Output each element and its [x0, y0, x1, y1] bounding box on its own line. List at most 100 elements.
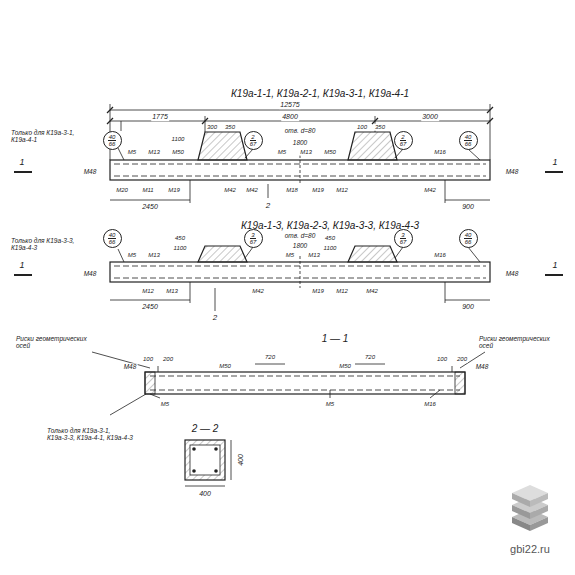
drawing-label: М16 [433, 252, 447, 259]
callout-number: 2 [250, 134, 255, 141]
drawing-label: М13 [299, 149, 313, 156]
callout-number: 67 [250, 141, 257, 147]
callout-circle: 267 [244, 131, 263, 150]
drawing-label: М13 [147, 149, 161, 156]
drawing-label: 3000 [421, 113, 439, 121]
drawing-label: 1775 [151, 113, 169, 121]
drawing-label: М12 [141, 288, 155, 295]
callout-number: 40 [108, 134, 117, 141]
callout-circle: 367 [244, 229, 263, 248]
drawing-label: М5 [277, 149, 287, 156]
drawing-label: М48 [475, 363, 490, 370]
drawing-label: М20 [115, 187, 129, 194]
drawing-label: К19а-1-1, К19а-2-1, К19а-3-1, К19а-4-1 [230, 88, 410, 99]
logo-icon [512, 485, 548, 531]
drawing-label: 1 [551, 261, 558, 271]
callout-number: 3 [400, 232, 405, 239]
drawing-label: М12 [335, 288, 349, 295]
drawing-label: 400 [198, 490, 212, 498]
drawing-label: М48 [123, 363, 138, 370]
drawing-label: 100 [436, 356, 448, 363]
drawing-label: 2450 [141, 303, 159, 311]
callout-number: 66 [109, 239, 116, 245]
drawing-label: М5 [160, 401, 170, 408]
drawing-label: М42 [423, 187, 437, 194]
drawing-label: 1 [18, 261, 25, 271]
drawing-label: 100 [142, 356, 154, 363]
drawing-label: М48 [505, 168, 520, 175]
drawing-label: Риски геометрических осей [478, 335, 558, 349]
drawing-label: М13 [307, 252, 321, 259]
callout-number: 40 [464, 134, 473, 141]
callout-number: 67 [400, 239, 407, 245]
callout-number: 67 [250, 239, 257, 245]
drawing-label: 450 [324, 235, 336, 242]
drawing-label: М5 [127, 149, 137, 156]
drawing-label: М50 [171, 149, 185, 156]
drawing-label: отв. d=80 [284, 232, 317, 239]
callout-circle: 4066 [459, 229, 478, 248]
drawing-label: 2 [212, 314, 218, 323]
drawing-label: 300 [206, 124, 218, 131]
drawing-label: М5 [325, 401, 335, 408]
callout-circle: 4066 [103, 229, 122, 248]
drawing-label: Только для К19а-3-1, К19а-3-3, К19а-4-1,… [46, 427, 134, 441]
drawing-label: М42 [223, 187, 237, 194]
drawing-label: М42 [251, 288, 265, 295]
callout-circle: 367 [394, 229, 413, 248]
drawing-label: М50 [338, 363, 352, 370]
drawing-label: Только для К19а-3-1, К19а-4-1 [10, 129, 90, 143]
drawing-label: Риски геометрических осей [15, 335, 95, 349]
drawing-label: М50 [218, 363, 232, 370]
drawing-label: 200 [456, 356, 468, 363]
drawing-label: Только для К19а-3-3, К19а-4-3 [10, 237, 90, 251]
callout-circle: 4066 [103, 131, 122, 150]
drawing-label: 1100 [323, 245, 338, 252]
drawing-label: М19 [311, 288, 325, 295]
drawing-label: 350 [224, 124, 236, 131]
drawing-label: 900 [461, 203, 475, 211]
drawing-label: 12575 [279, 101, 300, 109]
drawing-label: 200 [162, 356, 174, 363]
drawing-label: М42 [245, 187, 259, 194]
drawing-label: М19 [311, 187, 325, 194]
drawing-label: 2450 [141, 203, 159, 211]
drawing-label: 4800 [281, 113, 299, 121]
drawing-label: 1800 [292, 139, 308, 146]
drawing-label: М48 [83, 270, 98, 277]
callout-number: 2 [400, 134, 405, 141]
callout-number: 40 [108, 232, 117, 239]
drawing-label: М5 [127, 252, 137, 259]
drawing-label: отв. d=80 [284, 127, 317, 134]
drawing-label: К19а-1-3, К19а-2-3, К19а-3-3, К19а-4-3 [240, 220, 420, 231]
drawing-label: 350 [374, 124, 386, 131]
drawing-label: 1800 [292, 242, 308, 249]
drawing-label: М16 [423, 401, 437, 408]
callout-circle: 4066 [459, 131, 478, 150]
callout-number: 67 [400, 141, 407, 147]
drawing-label: М13 [147, 252, 161, 259]
callout-number: 66 [109, 141, 116, 147]
drawing-label: М50 [323, 149, 337, 156]
drawing-label: 720 [364, 354, 376, 361]
callout-number: 40 [464, 232, 473, 239]
callout-number: 3 [250, 232, 255, 239]
drawing-label: М12 [335, 187, 349, 194]
drawing-label: 720 [264, 354, 276, 361]
drawing-label: 1100 [171, 136, 186, 143]
drawing-label: М13 [165, 288, 179, 295]
drawing-label: М48 [505, 270, 520, 277]
callout-number: 66 [465, 239, 472, 245]
drawing-label: М16 [433, 149, 447, 156]
drawing-label: 1 [18, 158, 25, 168]
drawing-label: 400 [237, 453, 245, 467]
drawing-label: 2 — 2 [191, 423, 220, 434]
drawing-label: М19 [167, 187, 181, 194]
drawing-label: М5 [285, 252, 295, 259]
drawing-label: М48 [83, 168, 98, 175]
watermark: gbi22.ru [509, 543, 551, 555]
callout-circle: 267 [394, 131, 413, 150]
drawing-label: 450 [174, 235, 186, 242]
drawing-label: 900 [461, 303, 475, 311]
